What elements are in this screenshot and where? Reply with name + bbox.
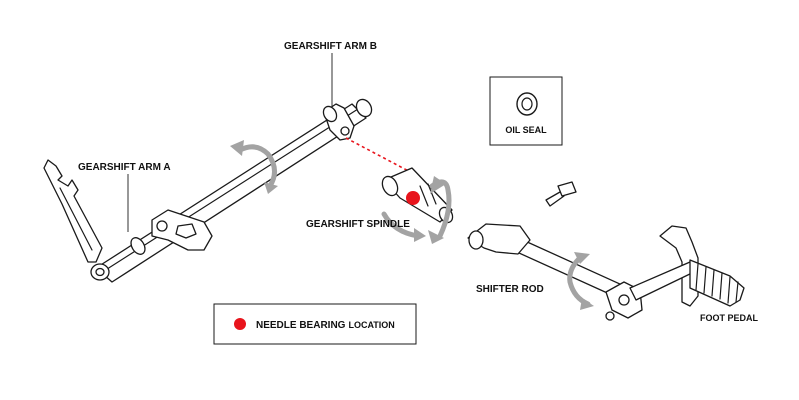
oil-seal-label: OIL SEAL (505, 125, 547, 135)
legend-marker (234, 318, 246, 330)
gearshift-spindle-part (381, 167, 454, 224)
gearshift-spindle-label: GEARSHIFT SPINDLE (306, 219, 410, 230)
gearshift-arm-a-label: GEARSHIFT ARM A (78, 162, 171, 173)
rotation-arrow-spindle (381, 176, 452, 244)
legend-suffix-text: LOCATION (348, 320, 394, 330)
legend-main-text: NEEDLE BEARING (256, 320, 346, 331)
shifter-rod-part (467, 223, 643, 321)
needle-bearing-marker (406, 191, 420, 205)
foot-pedal-part (629, 225, 745, 307)
gearshift-arm-b-label: GEARSHIFT ARM B (284, 41, 377, 52)
bolt-part (545, 181, 577, 207)
rotation-arrow-shifter-rod (567, 252, 594, 310)
gearshift-arm-b-part (322, 103, 355, 141)
gearshift-arm-a-assembly (43, 98, 373, 283)
rotation-arrow-arm-a (230, 140, 278, 194)
needle-bearing-guide-line (345, 137, 419, 177)
shifter-rod-label: SHIFTER ROD (476, 284, 544, 295)
foot-pedal-label: FOOT PEDAL (700, 313, 759, 323)
oil-seal-callout: OIL SEAL (489, 76, 563, 146)
